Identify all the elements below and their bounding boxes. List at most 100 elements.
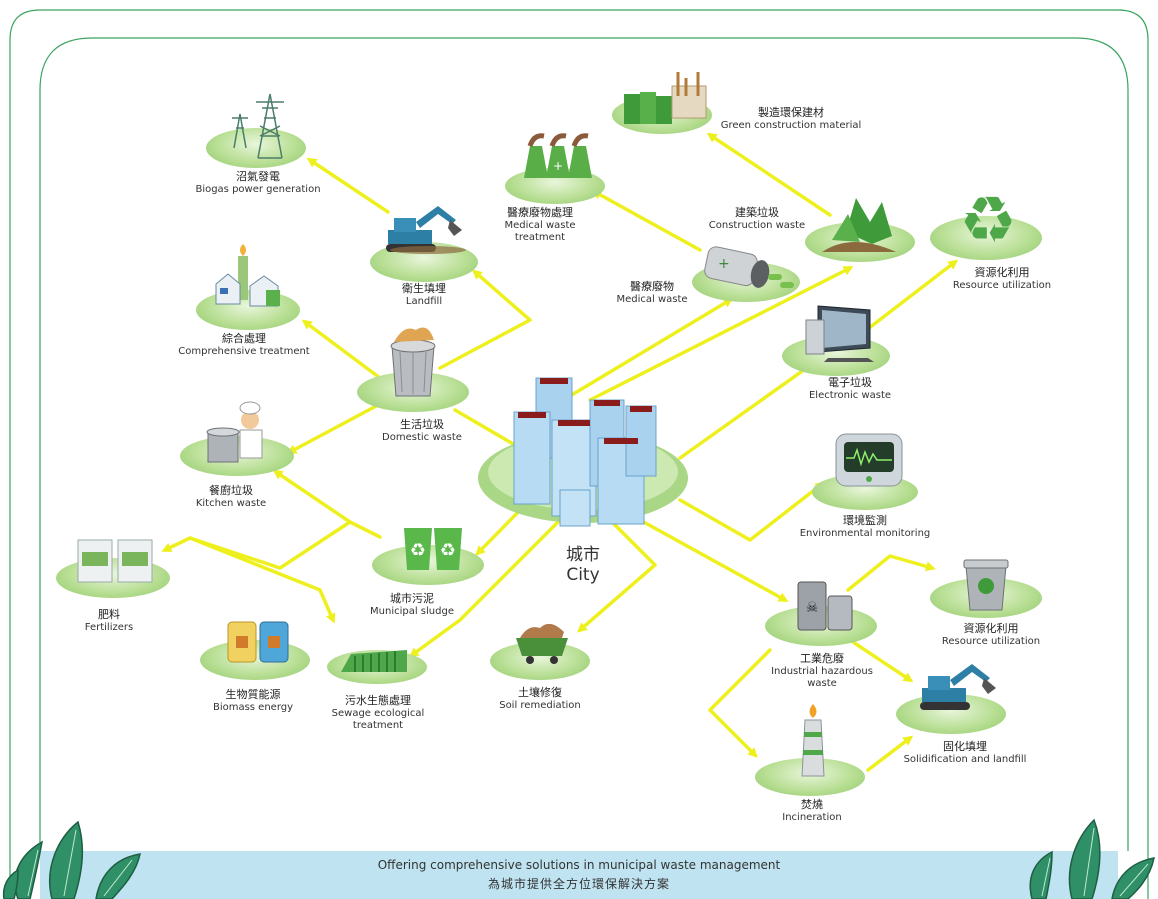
banner-text-en: Offering comprehensive solutions in muni… xyxy=(377,858,781,872)
biogas-disc xyxy=(206,128,306,168)
node-resource2: 資源化利用 Resource utilization xyxy=(924,622,1058,648)
node-medical-treat-en2: treatment xyxy=(514,232,566,244)
recycle-icon: ♻ xyxy=(959,184,1016,250)
resource1-disc xyxy=(930,216,1042,260)
node-medical-zh: 醫療廢物 xyxy=(630,280,674,293)
node-landfill: 衛生填埋 Landfill xyxy=(364,282,484,308)
node-domestic-en: Domestic waste xyxy=(382,431,462,443)
node-industrial-en1: Industrial hazardous xyxy=(771,665,873,677)
city-label: 城市 City xyxy=(548,540,618,585)
node-landfill-zh: 衛生填埋 xyxy=(402,282,446,295)
node-construction-en: Construction waste xyxy=(708,219,806,231)
node-sludge-en: Municipal sludge xyxy=(370,605,454,617)
city-illustration xyxy=(478,377,688,527)
node-electronic-zh: 電子垃圾 xyxy=(828,376,872,389)
biomass-barrels-icon xyxy=(227,621,289,663)
inner-frame xyxy=(39,37,1129,851)
node-solidification: 固化填埋 Solidification and landfill xyxy=(890,740,1040,766)
computer-icon xyxy=(805,305,874,362)
node-medical-treat: 醫療廢物處理 Medical waste treatment xyxy=(480,206,600,245)
node-resource1: 資源化利用 Resource utilization xyxy=(940,266,1064,292)
node-sewage-zh: 污水生態處理 xyxy=(345,694,411,707)
construction-debris-icon xyxy=(822,198,896,252)
node-fertilizers-en: Fertilizers xyxy=(84,621,134,633)
power-tower-icon xyxy=(232,93,284,159)
trash-can-icon xyxy=(390,327,436,397)
node-industrial: 工業危廢 Industrial hazardous waste xyxy=(760,652,884,691)
excavator-icon xyxy=(386,206,466,254)
recycle-bins-icon: ♻ ♻ xyxy=(404,528,462,570)
node-green-material-en: Green construction material xyxy=(720,119,862,131)
excavator-icon-2 xyxy=(920,664,996,710)
node-comprehensive-en: Comprehensive treatment xyxy=(178,345,310,357)
node-green-material-zh: 製造環保建材 xyxy=(758,106,824,119)
node-kitchen: 餐廚垃圾 Kitchen waste xyxy=(176,484,286,510)
node-kitchen-zh: 餐廚垃圾 xyxy=(209,484,253,497)
hazard-bin-icon xyxy=(963,559,1009,611)
node-resource2-en: Resource utilization xyxy=(941,635,1041,647)
node-monitoring-zh: 環境監測 xyxy=(843,514,887,527)
node-landfill-en: Landfill xyxy=(405,295,443,307)
node-biogas-en: Biogas power generation xyxy=(195,183,321,195)
chef-pot-icon xyxy=(206,401,263,463)
banner-text-zh: 為城市提供全方位環保解決方案 xyxy=(487,877,670,891)
node-biomass-en: Biomass energy xyxy=(212,701,294,713)
node-medical-treat-en1: Medical waste xyxy=(504,219,576,231)
node-comprehensive-zh: 綜合處理 xyxy=(222,332,266,345)
footer-banner: Offering comprehensive solutions in muni… xyxy=(40,851,1118,899)
node-domestic: 生活垃圾 Domestic waste xyxy=(362,418,482,444)
node-incineration-zh: 焚燒 xyxy=(801,798,823,811)
node-soil-zh: 土壤修復 xyxy=(518,686,562,699)
svg-text:☠: ☠ xyxy=(806,600,819,616)
node-soil: 土壤修復 Soil remediation xyxy=(480,686,600,712)
outer-frame xyxy=(9,9,1149,899)
node-construction: 建築垃圾 Construction waste xyxy=(700,206,814,232)
svg-text:+: + xyxy=(553,159,563,173)
node-incineration-en: Incineration xyxy=(782,811,842,823)
svg-text:+: + xyxy=(718,256,730,272)
sewage-plant-icon xyxy=(341,650,407,672)
node-sewage: 污水生態處理 Sewage ecological treatment xyxy=(316,694,440,733)
fertilizer-bags-icon xyxy=(77,539,153,583)
node-industrial-zh: 工業危廢 xyxy=(800,652,844,665)
node-kitchen-en: Kitchen waste xyxy=(195,497,267,509)
city-label-zh: 城市 xyxy=(566,545,600,565)
node-biogas-zh: 沼氣發電 xyxy=(236,170,280,183)
medicine-bottle-icon: + xyxy=(704,246,794,288)
node-resource2-zh: 資源化利用 xyxy=(963,622,1019,635)
node-sludge-zh: 城市污泥 xyxy=(390,592,434,605)
svg-text:♻: ♻ xyxy=(440,540,456,561)
medical-plant-icon: + xyxy=(524,133,592,178)
node-biogas: 沼氣發電 Biogas power generation xyxy=(160,170,356,196)
mine-cart-icon xyxy=(516,623,568,664)
leaf-left-icon xyxy=(2,820,141,899)
node-biomass: 生物質能源 Biomass energy xyxy=(198,688,308,714)
svg-text:♻: ♻ xyxy=(959,184,1016,250)
node-domestic-zh: 生活垃圾 xyxy=(400,418,444,431)
node-medical-treat-zh: 醫療廢物處理 xyxy=(507,206,573,219)
node-comprehensive: 綜合處理 Comprehensive treatment xyxy=(160,332,328,358)
node-monitoring-en: Environmental monitoring xyxy=(799,527,931,539)
node-resource1-en: Resource utilization xyxy=(952,279,1052,291)
node-green-material: 製造環保建材 Green construction material xyxy=(706,106,876,132)
node-sewage-en2: treatment xyxy=(352,720,404,732)
node-fertilizers-zh: 肥料 xyxy=(98,608,120,621)
node-biomass-zh: 生物質能源 xyxy=(225,688,281,701)
node-electronic: 電子垃圾 Electronic waste xyxy=(794,376,906,402)
svg-text:♻: ♻ xyxy=(410,540,426,561)
leaf-right-icon xyxy=(1029,818,1155,899)
node-incineration: 焚燒 Incineration xyxy=(760,798,864,824)
node-electronic-en: Electronic waste xyxy=(808,389,892,401)
node-fertilizers: 肥料 Fertilizers xyxy=(64,608,154,634)
node-industrial-en2: waste xyxy=(807,678,837,690)
node-sewage-en1: Sewage ecological xyxy=(331,707,425,719)
monitor-icon xyxy=(835,433,903,487)
node-soil-en: Soil remediation xyxy=(499,699,581,711)
incinerator-chimney-icon xyxy=(801,704,825,777)
node-monitoring: 環境監測 Environmental monitoring xyxy=(794,514,936,540)
factory-house-icon xyxy=(215,244,280,307)
node-construction-zh: 建築垃圾 xyxy=(735,206,779,219)
node-sludge: 城市污泥 Municipal sludge xyxy=(350,592,474,618)
node-solidification-en: Solidification and landfill xyxy=(903,753,1027,765)
